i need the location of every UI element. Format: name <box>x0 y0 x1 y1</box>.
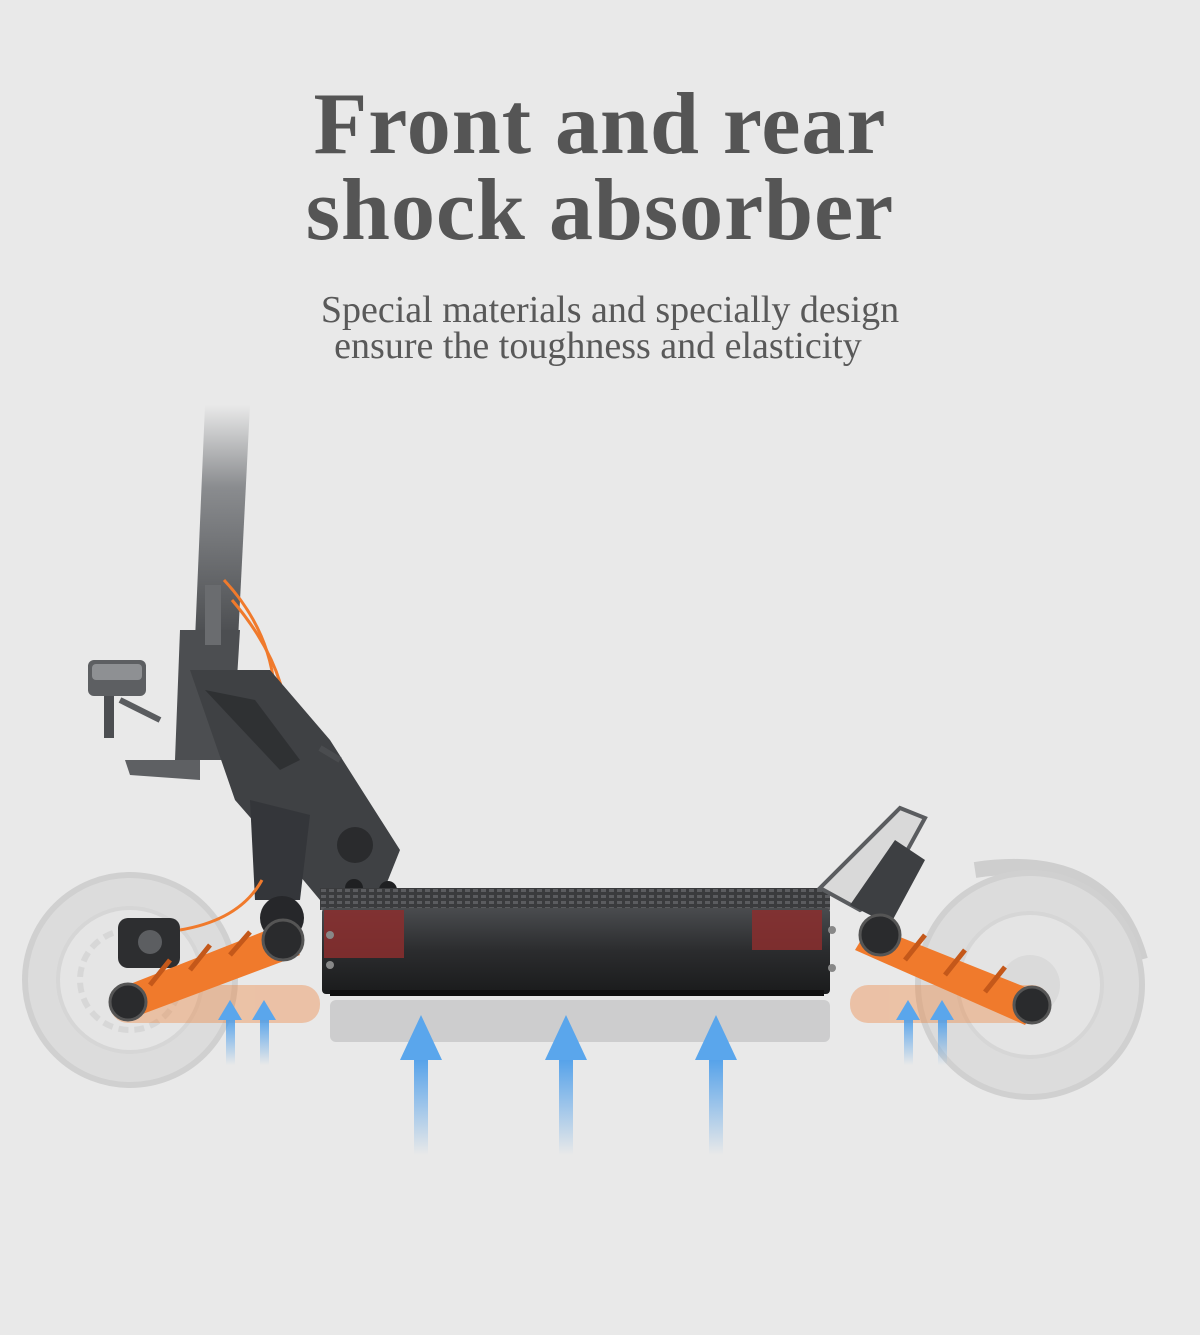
headlight <box>88 660 162 738</box>
up-arrow-icon <box>695 1015 737 1155</box>
feature-subtitle: Special materials and specially design e… <box>0 289 1200 367</box>
front-brake-caliper <box>118 879 264 968</box>
force-arrows <box>218 1000 954 1155</box>
up-arrow-icon <box>545 1015 587 1155</box>
rear-wheel <box>915 859 1148 1100</box>
front-swing-arm <box>108 918 305 1022</box>
up-arrow-icon <box>252 1000 276 1065</box>
up-arrow-icon <box>218 1000 242 1065</box>
rear-footrest <box>816 805 928 925</box>
feature-title: Front and rear shock absorber <box>0 76 1200 259</box>
feature-title-line-1: Front and rear <box>313 76 887 173</box>
rear-swing-arm <box>855 913 1052 1025</box>
feature-subtitle-line-1: Special materials and specially design <box>320 289 900 331</box>
up-arrow-icon <box>896 1000 920 1065</box>
up-arrow-icon <box>930 1000 954 1065</box>
up-arrow-icon <box>400 1015 442 1155</box>
feature-subtitle-line-2: ensure the toughness and elasticity <box>334 325 862 367</box>
scooter-illustration <box>22 405 1148 1155</box>
feature-title-line-2: shock absorber <box>305 162 895 259</box>
deck <box>320 888 836 996</box>
